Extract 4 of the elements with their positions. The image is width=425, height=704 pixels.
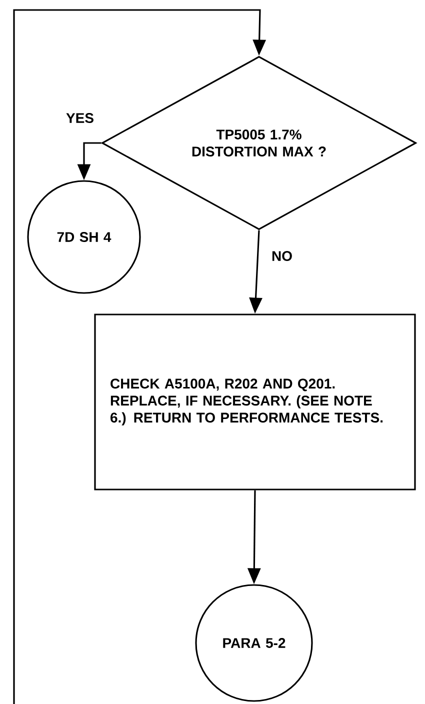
arrow bbox=[13, 9, 266, 704]
edge-label: YES bbox=[65, 112, 95, 124]
edge-label: NO bbox=[270, 250, 294, 262]
process-box: CHECK A5100A, R202 AND Q201. REPLACE, IF NECESSARY. (SEE NOTE 6.) RETURN TO PERFORMANCE TESTS. bbox=[94, 314, 416, 490]
